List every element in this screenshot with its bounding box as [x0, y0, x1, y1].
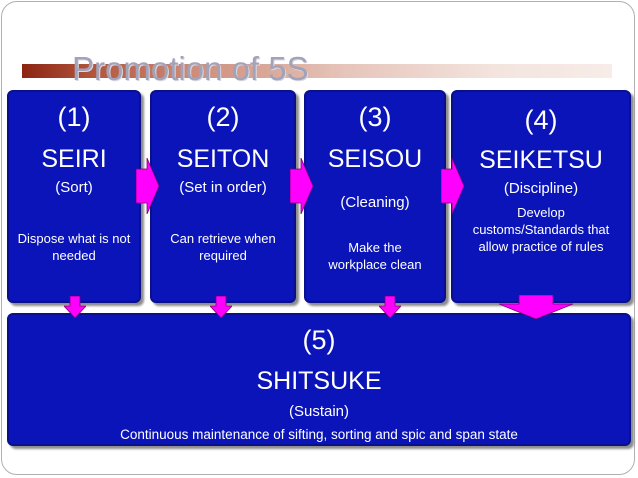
- arrow-right-icon: [290, 158, 314, 214]
- step-number: (2): [206, 102, 240, 132]
- step-name: SEIRI: [41, 145, 107, 173]
- step-number: (1): [57, 102, 91, 132]
- step-meaning: (Cleaning): [340, 194, 410, 211]
- arrow-down-icon: [499, 295, 573, 319]
- final-meaning: (Sustain): [288, 403, 350, 420]
- step-name: SEISOU: [327, 145, 423, 173]
- arrow-right-icon: [136, 158, 160, 214]
- slide-title: Promotion of 5S: [72, 50, 309, 87]
- step-description: Develop customs/Standards that allow pra…: [472, 205, 610, 254]
- step-name: SEIKETSU: [479, 146, 603, 174]
- step-box-seisou: (3) SEISOU (Cleaning) Make the workplace…: [304, 90, 446, 303]
- step-box-shitsuke: (5) SHITSUKE (Sustain) Continuous mainte…: [7, 313, 631, 446]
- arrow-down-icon: [210, 296, 232, 318]
- step-box-seiketsu: (4) SEIKETSU (Discipline) Develop custom…: [451, 90, 631, 303]
- final-name: SHITSUKE: [256, 367, 382, 395]
- step-meaning: (Sort): [55, 179, 93, 196]
- step-description: Dispose what is not needed: [17, 231, 131, 263]
- step-box-seiri: (1) SEIRI (Sort) Dispose what is not nee…: [7, 90, 141, 303]
- step-number: (3): [358, 102, 392, 132]
- step-description: Make the workplace clean: [328, 240, 422, 272]
- step-box-seiton: (2) SEITON (Set in order) Can retrieve w…: [150, 90, 296, 303]
- arrow-down-icon: [379, 296, 401, 318]
- step-name: SEITON: [176, 145, 270, 173]
- arrow-down-icon: [64, 296, 86, 318]
- step-description: Can retrieve when required: [170, 231, 276, 263]
- step-meaning: (Set in order): [179, 179, 267, 196]
- final-description: Continuous maintenance of sifting, sorti…: [120, 427, 518, 442]
- step-meaning: (Discipline): [503, 180, 579, 197]
- title-accent-bar: [22, 64, 612, 78]
- step-number: (4): [524, 105, 558, 135]
- final-number: (5): [302, 325, 336, 355]
- arrow-right-icon: [441, 158, 465, 214]
